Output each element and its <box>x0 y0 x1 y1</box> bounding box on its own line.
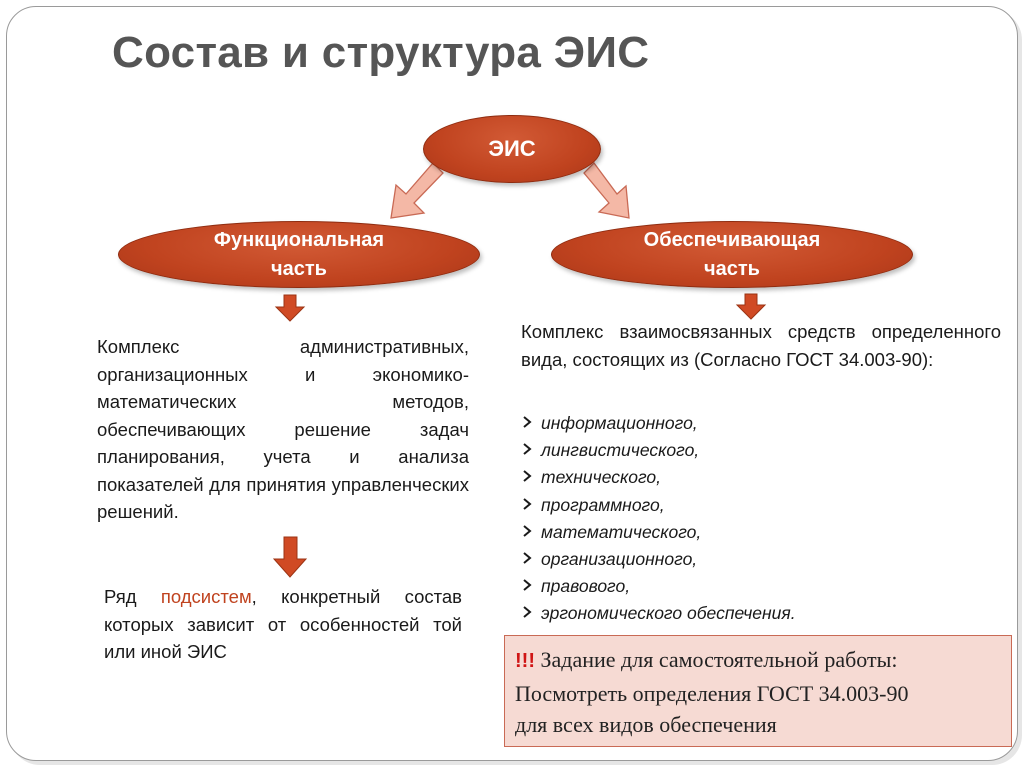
arrow-root-to-supporting <box>583 162 630 219</box>
chevron-right-icon <box>521 464 541 491</box>
supporting-item: лингвистического, <box>521 437 796 464</box>
node-supporting-line1: Обеспечивающая <box>643 228 821 251</box>
supporting-item: программного, <box>521 492 796 519</box>
page-title: Состав и структура ЭИС <box>112 28 650 77</box>
node-supporting-part: Обеспечивающая часть <box>551 221 913 288</box>
arrow-supporting-down <box>735 293 767 320</box>
chevron-right-icon <box>521 492 541 519</box>
subsystems-prefix: Ряд <box>104 586 161 607</box>
supporting-item-label: технического, <box>541 467 662 488</box>
task-line3: для всех видов обеспечения <box>515 712 777 737</box>
node-eis: ЭИС <box>423 115 601 183</box>
supporting-item-label: математического, <box>541 521 702 542</box>
supporting-item-label: эргономического обеспечения. <box>541 603 796 624</box>
chevron-right-icon <box>521 410 541 437</box>
supporting-item: правового, <box>521 573 796 600</box>
supporting-item-label: информационного, <box>541 413 698 433</box>
supporting-item-label: программного, <box>541 494 665 515</box>
supporting-description: Комплекс взаимосвязанных средств определ… <box>521 321 1001 370</box>
task-line1: Задание для самостоятельной работы: <box>534 647 898 672</box>
supporting-item-label: организационного, <box>541 549 698 570</box>
supporting-item: математического, <box>521 519 796 546</box>
arrow-functional-down <box>274 294 306 322</box>
task-line2: Посмотреть определения ГОСТ 34.003-90 <box>515 680 909 706</box>
subsystems-description: Ряд подсистем, конкретный состав которых… <box>104 583 462 666</box>
node-functional-line1: Функциональная <box>213 228 385 251</box>
task-marker: !!! <box>515 650 535 672</box>
supporting-item: организационного, <box>521 546 796 573</box>
chevron-right-icon <box>521 573 541 600</box>
arrow-root-to-functional <box>390 162 444 219</box>
node-functional-line2: часть <box>271 257 327 280</box>
chevron-right-icon <box>521 437 541 464</box>
node-eis-label: ЭИС <box>488 136 536 161</box>
supporting-item-label: лингвистического, <box>541 440 700 461</box>
chevron-right-icon <box>521 600 541 627</box>
task-box: !!! Задание для самостоятельной работы: … <box>504 635 1012 747</box>
subsystems-highlight: подсистем <box>160 586 252 607</box>
subsystems-rest: , конкретный состав которых зависит от о… <box>104 586 462 662</box>
chevron-right-icon <box>521 546 541 573</box>
node-functional-part: Функциональная часть <box>118 221 480 288</box>
supporting-item: технического, <box>521 464 796 491</box>
supporting-item: эргономического обеспечения. <box>521 600 796 627</box>
node-supporting-line2: часть <box>704 257 760 280</box>
chevron-right-icon <box>521 519 541 546</box>
functional-description: Комплекс административных, организационн… <box>97 336 469 522</box>
supporting-item-label: правового, <box>541 576 631 597</box>
supporting-items-list: информационного, лингвистического, техниче… <box>521 410 796 628</box>
arrow-to-subsystems <box>272 536 308 578</box>
supporting-item: информационного, <box>521 410 796 437</box>
